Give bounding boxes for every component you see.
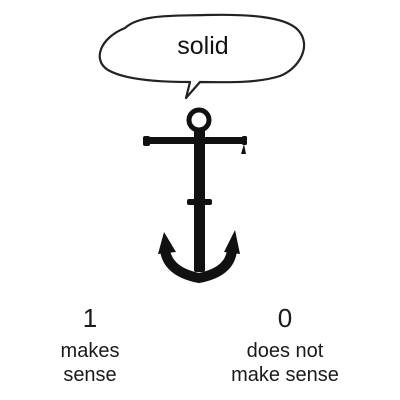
option-does-not-make-sense[interactable]: 0 does not make sense [205,303,365,387]
option-label-line1: makes [60,340,120,362]
option-label-line2: sense [63,364,117,386]
anchor-icon [143,107,247,284]
option-number: 0 [277,303,293,333]
option-label-line1: does not [246,340,324,362]
speech-bubble-icon [98,13,306,100]
bubble-word: solid [177,32,229,60]
option-number: 1 [82,303,98,333]
option-label-line2: make sense [231,364,339,386]
option-makes-sense[interactable]: 1 makes sense [40,303,140,387]
